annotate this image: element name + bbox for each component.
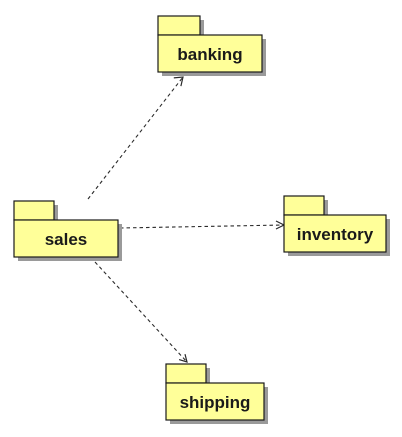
package-label-banking: banking	[177, 45, 242, 64]
package-label-sales: sales	[45, 230, 88, 249]
package-body	[157, 34, 263, 73]
package-inventory[interactable]: inventory	[283, 195, 390, 256]
package-body	[165, 382, 265, 421]
package-tab	[157, 15, 201, 36]
package-body	[283, 214, 387, 253]
package-shipping[interactable]: shipping	[165, 363, 268, 424]
package-label-inventory: inventory	[297, 225, 374, 244]
dependency-sales-banking[interactable]	[87, 76, 184, 200]
dependency-arrowhead	[173, 76, 184, 87]
package-tab	[13, 200, 55, 221]
package-body	[13, 219, 119, 258]
dependency-line	[94, 261, 188, 363]
package-sales[interactable]: sales	[13, 200, 122, 261]
package-tab	[283, 195, 325, 216]
dependency-sales-inventory[interactable]	[119, 220, 286, 230]
dependency-sales-shipping[interactable]	[94, 261, 188, 363]
package-banking[interactable]: banking	[157, 15, 266, 76]
package-label-shipping: shipping	[180, 393, 251, 412]
dependency-arrowhead	[178, 354, 188, 363]
package-tab	[165, 363, 207, 384]
dependency-line	[119, 224, 285, 229]
dependency-line	[87, 76, 184, 200]
